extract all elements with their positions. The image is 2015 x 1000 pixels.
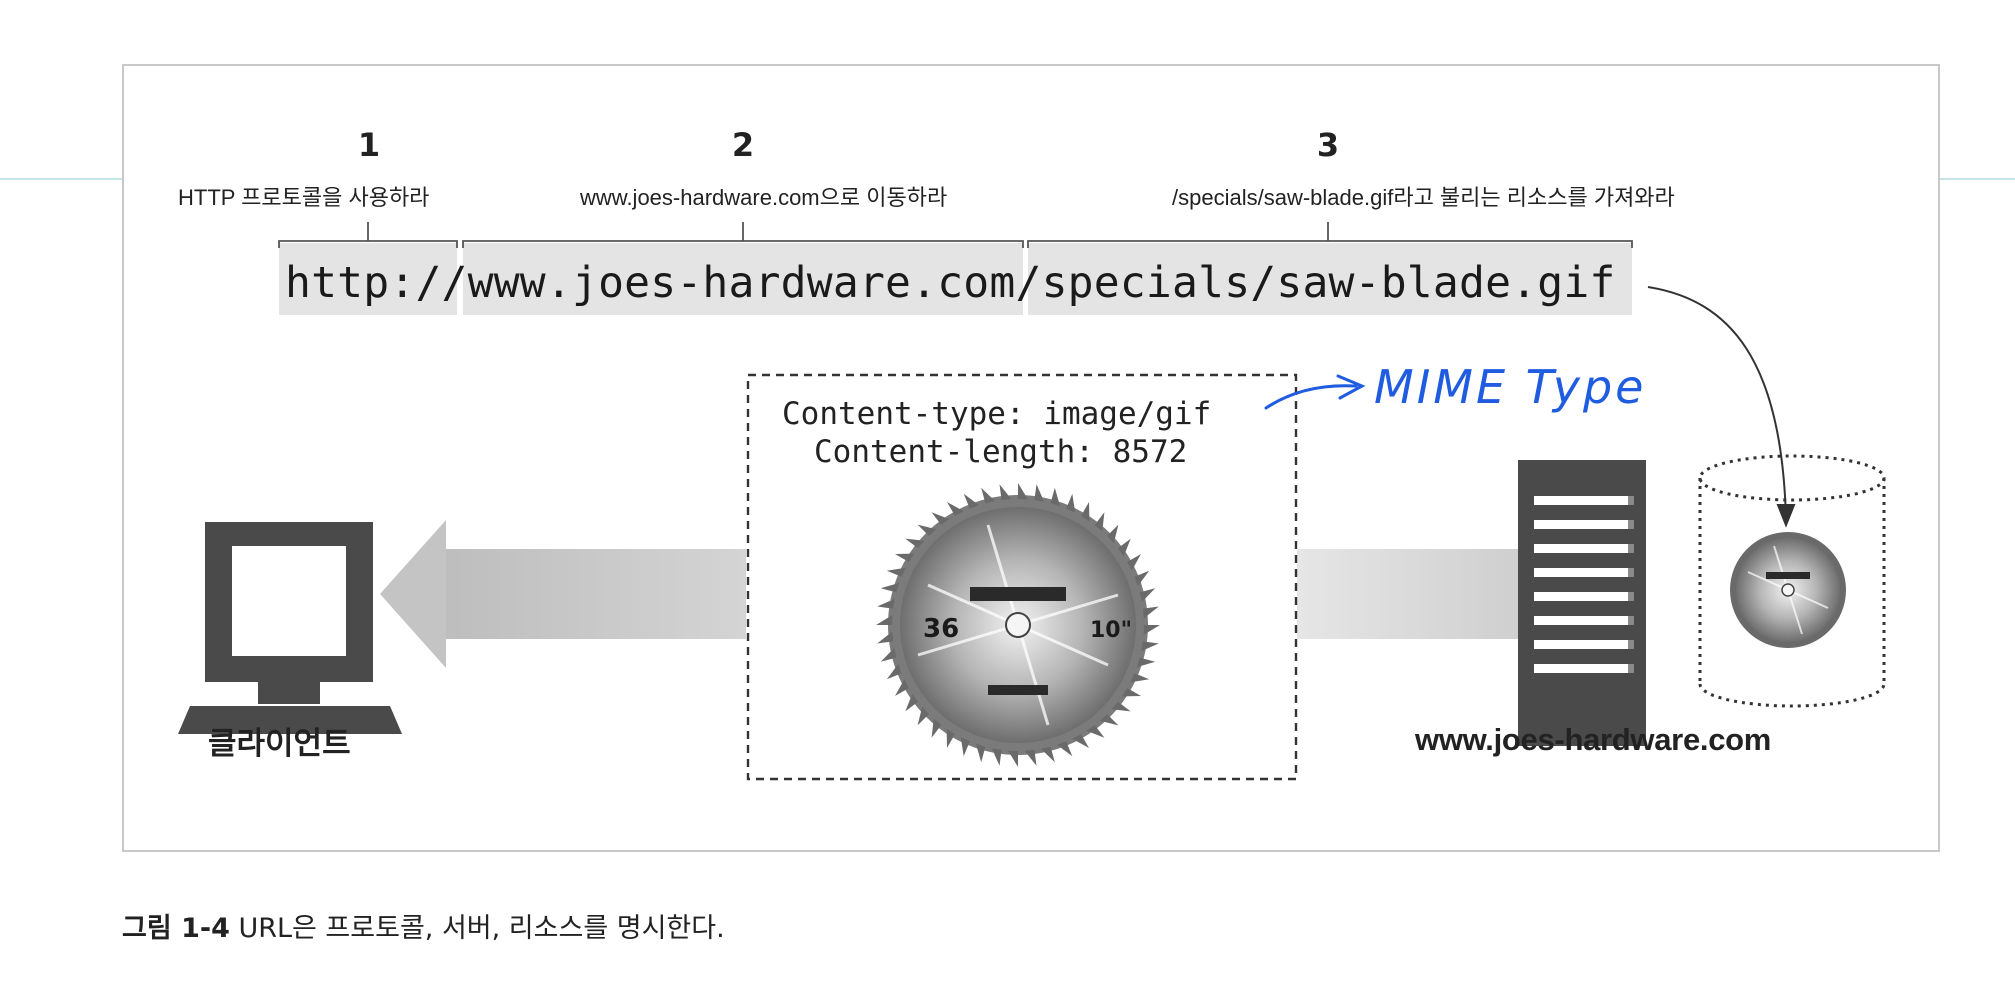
blade-tooth — [917, 524, 937, 536]
url-scheme: http:// — [285, 258, 468, 308]
blade-tooth — [880, 648, 897, 662]
blade-tooth — [1134, 570, 1150, 587]
figure-number: 그림 1-4 — [122, 913, 230, 944]
fetch-arrow — [1647, 286, 1796, 528]
blade-tooth — [877, 631, 894, 644]
figure-caption: 그림 1-4 URL은 프로토콜, 서버, 리소스를 명시한다. — [122, 906, 725, 945]
resource-storage-icon — [1698, 454, 1886, 708]
saw-blade-image: 36 10" — [876, 483, 1160, 767]
blade-tooth — [1018, 483, 1028, 500]
stored-saw-blade-image — [1730, 532, 1846, 648]
blade-tooth — [1066, 493, 1076, 513]
blade-tooth — [1034, 484, 1045, 502]
url-highlight-3 — [1028, 243, 1632, 315]
blade-tooth — [1121, 688, 1141, 697]
blade-tooth — [1130, 673, 1150, 683]
response-arrow-left — [380, 520, 746, 668]
blade-tooth — [999, 484, 1012, 501]
blade-tooth — [975, 743, 986, 763]
blade-tooth — [1142, 606, 1159, 619]
content-length-header: Content-length: 8572 — [814, 434, 1188, 470]
url-text: http://www.joes-hardware.com/specials/sa… — [285, 258, 1616, 308]
blade-tooth — [1107, 524, 1119, 544]
handwritten-arrow — [1264, 374, 1366, 410]
blade-tooth — [1041, 746, 1055, 763]
blade-tooth — [895, 553, 915, 562]
blade-tooth — [886, 663, 902, 680]
blade-tooth — [905, 693, 918, 712]
blade-tooth — [1118, 538, 1131, 557]
blade-tooth — [917, 706, 929, 726]
blade-tooth — [1139, 588, 1156, 602]
blade-tooth — [1094, 512, 1105, 532]
part-1-number: 1 — [357, 126, 381, 164]
blade-tooth — [877, 598, 895, 609]
blade-tooth — [1081, 502, 1090, 522]
blade-tooth — [947, 502, 964, 516]
blade-tooth — [1111, 701, 1131, 712]
server-icon — [1518, 460, 1646, 746]
blade-tooth — [991, 748, 1002, 766]
blade-tooth — [946, 728, 955, 748]
client-label: 클라이언트 — [208, 726, 351, 762]
blade-tooth — [960, 737, 970, 757]
blade-tooth — [931, 512, 950, 525]
part-2-description: www.joes-hardware.com으로 이동하라 — [580, 185, 948, 210]
part-3-number: 3 — [1316, 126, 1340, 164]
segment-brackets — [278, 222, 1633, 248]
blade-tooth — [963, 493, 980, 509]
server-label: www.joes-hardware.com — [1415, 722, 1772, 757]
url-highlight-1 — [279, 243, 457, 315]
blade-tooth — [905, 538, 925, 549]
blade-tooth — [1141, 641, 1159, 652]
blade-tooth — [1024, 749, 1037, 766]
blade-tooth — [981, 487, 995, 504]
blade-teeth-count: 36 — [923, 614, 959, 644]
part-1-description: HTTP 프로토콜을 사용하라 — [178, 185, 430, 210]
response-arrow-right — [1297, 549, 1519, 639]
blade-tooth — [1056, 741, 1073, 757]
handwritten-note: MIME Type — [1374, 360, 1647, 414]
blade-tooth — [1099, 714, 1119, 726]
content-type-header: Content-type: image/gif — [782, 396, 1212, 432]
client-computer-icon — [178, 522, 402, 734]
blade-tooth — [895, 679, 909, 696]
part-3-description: /specials/saw-blade.gif라고 불리는 리소스를 가져와라 — [1172, 185, 1675, 210]
caption-text: URL은 프로토콜, 서버, 리소스를 명시한다. — [229, 913, 725, 944]
blade-tooth — [880, 582, 900, 593]
blade-tooth — [1086, 725, 1105, 738]
blade-tooth — [1127, 554, 1141, 571]
url-highlight-2 — [463, 243, 1023, 315]
blade-tooth — [876, 615, 893, 625]
url-path: /specials/saw-blade.gif — [1015, 258, 1616, 308]
part-2-number: 2 — [731, 126, 755, 164]
url-host: www.joes-hardware.com — [467, 258, 1016, 308]
blade-tooth — [886, 567, 906, 577]
blade-tooth — [1136, 657, 1156, 668]
blade-tooth — [1072, 734, 1089, 748]
blade-tooth — [1050, 487, 1061, 507]
blade-tooth — [931, 718, 942, 738]
blade-tooth — [1143, 625, 1160, 635]
blade-tooth — [1008, 750, 1018, 767]
blade-size: 10" — [1090, 618, 1132, 643]
